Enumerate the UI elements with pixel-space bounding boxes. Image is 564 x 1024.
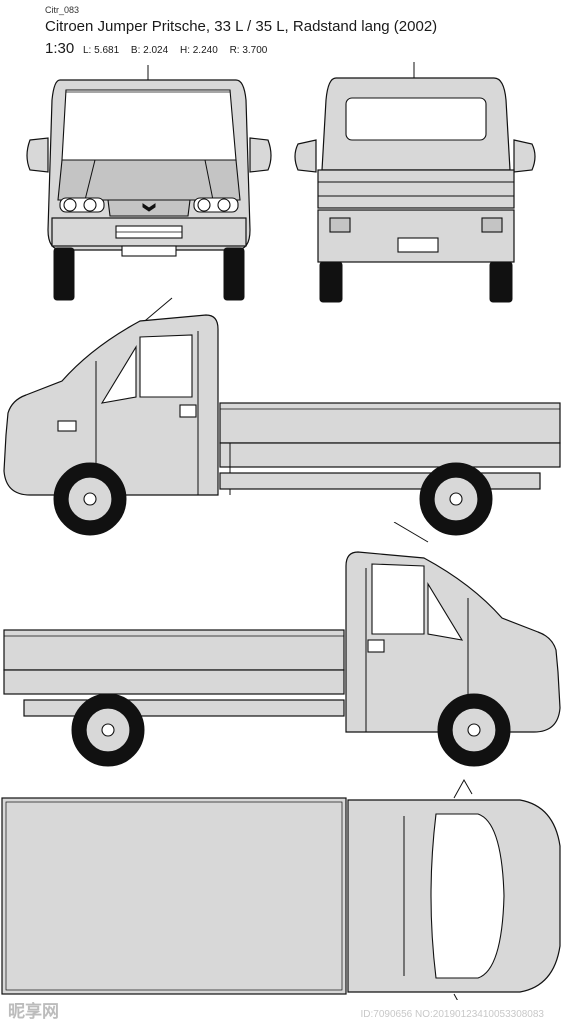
width-spec: B: 2.024 bbox=[130, 45, 169, 56]
right-side-view bbox=[3, 522, 561, 767]
top-view bbox=[1, 778, 561, 1000]
watermark-logo: 昵享网 bbox=[8, 1002, 59, 1022]
front-view bbox=[26, 65, 272, 301]
drawing-specs: 1:30 L: 5.681 B: 2.024 H: 2.240 R: 3.700 bbox=[45, 40, 276, 57]
wheelbase-spec: R: 3.700 bbox=[229, 45, 268, 56]
left-side-view bbox=[3, 297, 561, 536]
drawing-code: Citr_083 bbox=[45, 5, 80, 15]
rear-view bbox=[294, 62, 536, 303]
height-spec: H: 2.240 bbox=[179, 45, 218, 56]
scale-label: 1:30 bbox=[45, 40, 75, 57]
watermark-id: ID:7090656 NO:20190123410053308083 bbox=[360, 1009, 545, 1020]
drawing-title: Citroen Jumper Pritsche, 33 L / 35 L, Ra… bbox=[45, 18, 438, 35]
length-spec: L: 5.681 bbox=[82, 45, 120, 56]
